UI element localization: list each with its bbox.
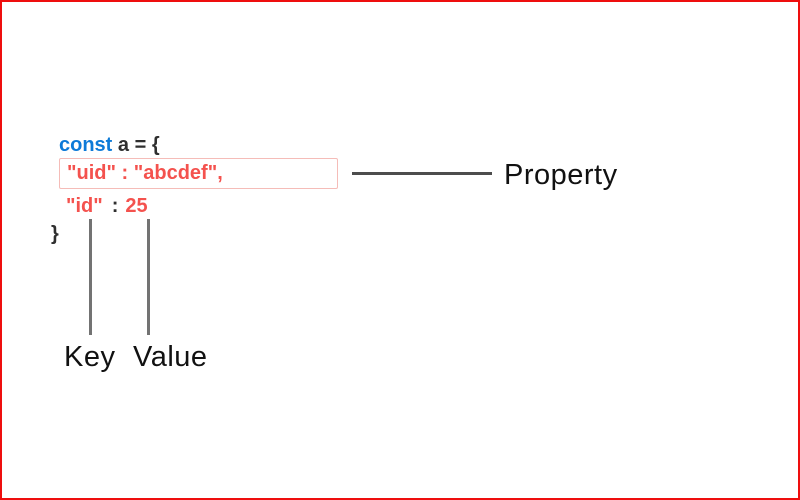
property-connector-line bbox=[352, 172, 492, 175]
property-label: Property bbox=[504, 159, 618, 191]
id-value: 25 bbox=[125, 195, 148, 217]
value-label: Value bbox=[133, 341, 208, 373]
const-keyword: const bbox=[59, 134, 113, 156]
value-connector-line bbox=[147, 219, 150, 335]
declaration-rest: a = { bbox=[112, 134, 160, 156]
uid-key: "uid" bbox=[67, 162, 116, 184]
property-highlight-box: "uid" : "abcdef", bbox=[59, 158, 338, 189]
id-key: "id" bbox=[66, 195, 103, 217]
closing-brace: } bbox=[51, 223, 59, 245]
code-declaration-line: const a = { bbox=[59, 133, 160, 157]
uid-value: "abcdef", bbox=[133, 162, 223, 184]
code-id-line: "id":25 bbox=[66, 194, 148, 218]
id-colon: : bbox=[111, 195, 119, 217]
key-connector-line bbox=[89, 219, 92, 335]
key-label: Key bbox=[64, 341, 116, 373]
uid-colon: : bbox=[121, 162, 129, 184]
